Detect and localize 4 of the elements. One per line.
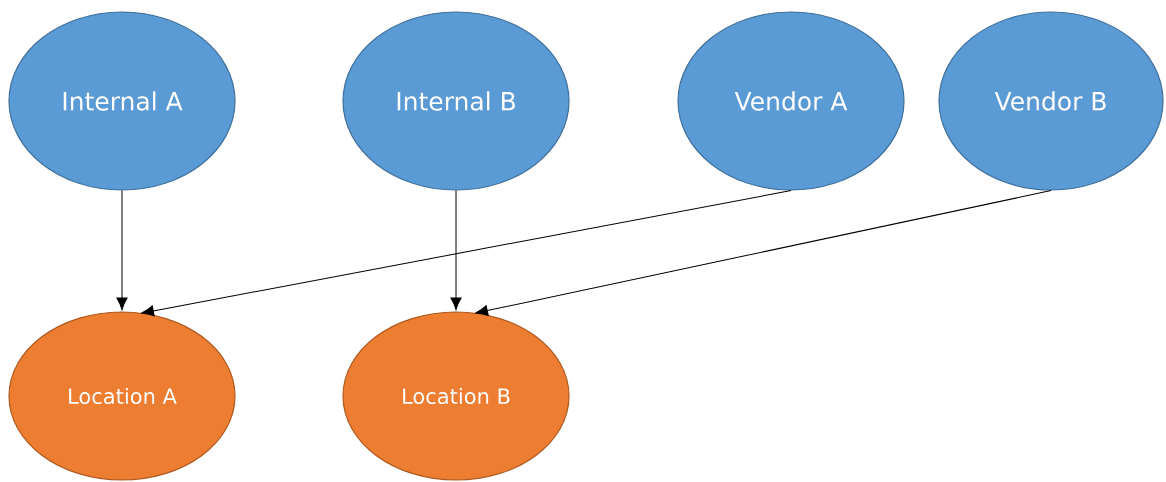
arrow bbox=[475, 190, 1052, 317]
arrow bbox=[450, 190, 462, 311]
arrow bbox=[116, 190, 128, 311]
arrow bbox=[141, 190, 792, 317]
